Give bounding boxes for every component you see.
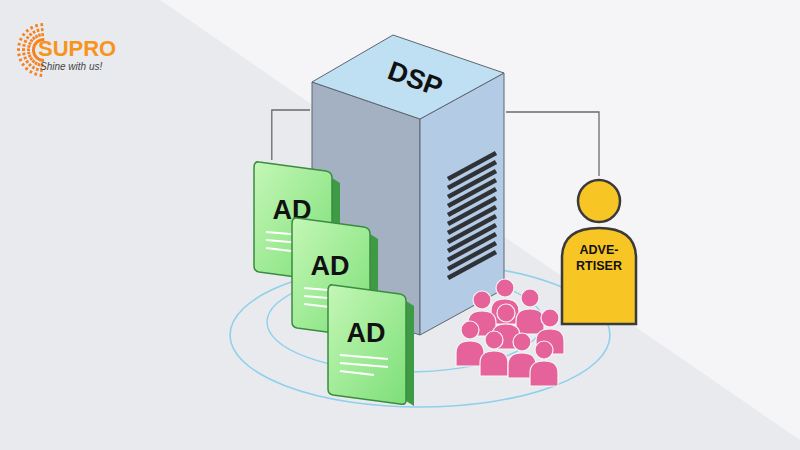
person-body xyxy=(468,311,496,336)
person-body xyxy=(508,353,536,378)
person-icon xyxy=(492,304,520,349)
tower-top-face xyxy=(312,35,504,119)
person-body xyxy=(536,329,564,354)
person-head xyxy=(473,291,491,309)
node-label: AD xyxy=(336,319,396,349)
sun-ray xyxy=(29,58,39,75)
person-icon xyxy=(536,309,564,354)
person-icon xyxy=(456,321,484,366)
person-head xyxy=(496,279,514,297)
ad-document: AD xyxy=(326,283,416,408)
person-body xyxy=(492,324,520,349)
logo-slogan: Shine with us! xyxy=(40,61,102,72)
background-diagonal xyxy=(160,0,800,440)
person-head xyxy=(497,304,515,322)
person-head xyxy=(521,289,539,307)
logo-wordmark: SUPRO xyxy=(38,36,116,62)
sun-ray xyxy=(15,48,35,51)
tower-vent xyxy=(448,252,496,278)
person-body xyxy=(562,228,636,324)
person-head xyxy=(461,321,479,339)
person-icon xyxy=(530,341,558,386)
document-text-line xyxy=(340,363,388,367)
person-body xyxy=(480,351,508,376)
person-head xyxy=(485,331,503,349)
connector-line xyxy=(506,112,599,176)
person-head xyxy=(578,180,620,222)
node-label: ADVE- RTISER xyxy=(568,242,630,275)
person-icon xyxy=(468,291,496,336)
sun-ray xyxy=(16,43,35,47)
advertiser-figure: ADVE- RTISER xyxy=(558,176,640,328)
document-edge xyxy=(406,301,414,406)
node-label: AD xyxy=(300,252,360,282)
sun-ray xyxy=(16,52,36,56)
person-icon xyxy=(491,279,519,324)
person-body xyxy=(491,299,519,324)
document-text-line xyxy=(340,371,374,375)
connector-group xyxy=(272,110,599,176)
document-face xyxy=(328,285,406,404)
person-icon xyxy=(480,331,508,376)
person-head xyxy=(541,309,559,327)
audience-group xyxy=(456,279,564,386)
person-head xyxy=(513,333,531,351)
person-head xyxy=(535,341,553,359)
document-text-line xyxy=(340,355,388,359)
person-icon xyxy=(508,333,536,378)
person-body xyxy=(516,309,544,334)
person-body xyxy=(456,341,484,366)
person-body xyxy=(530,361,558,386)
person-icon xyxy=(516,289,544,334)
connector-line xyxy=(272,110,310,160)
